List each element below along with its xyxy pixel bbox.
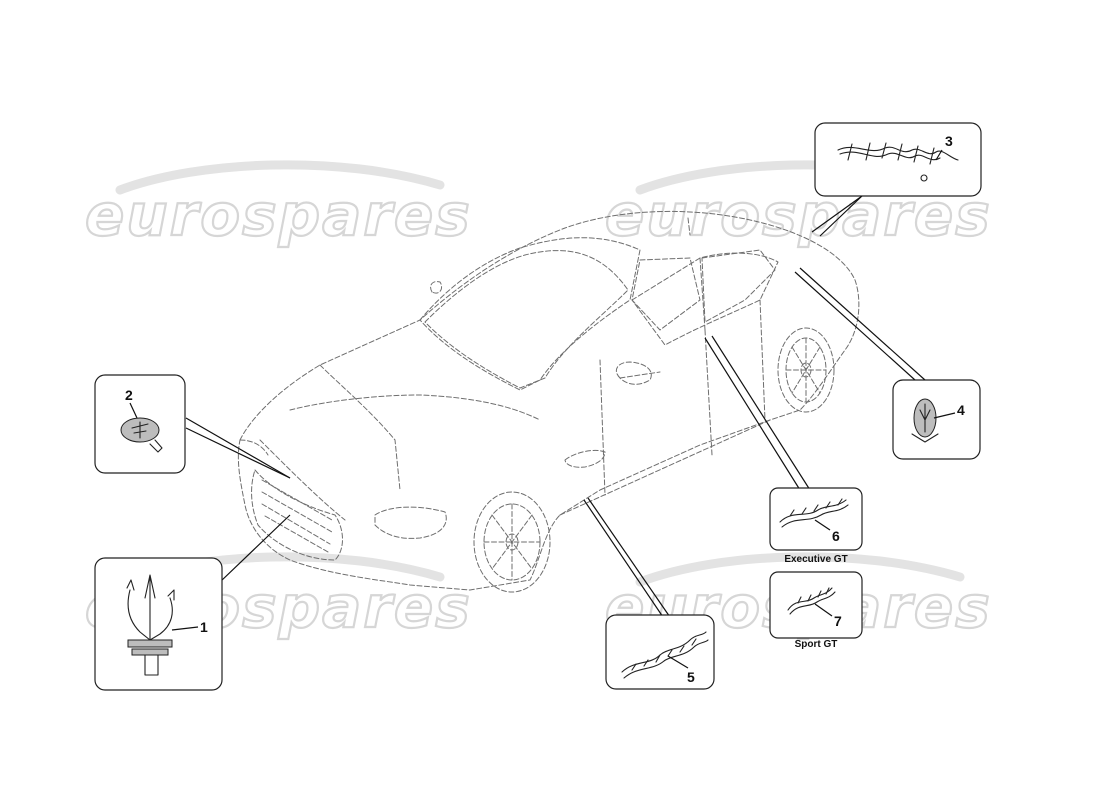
callout-3[interactable]: 3 [814, 122, 982, 197]
sport-gt-script-icon [787, 587, 836, 615]
trident-grille-badge-icon [126, 574, 175, 676]
leader-line-5 [583, 499, 666, 621]
callout-2[interactable]: 2 [94, 374, 186, 474]
callout-number-6: 6 [832, 528, 840, 544]
callout-number-4: 4 [957, 402, 965, 418]
callout-number-3: 3 [945, 133, 953, 149]
leader-line-4b [799, 267, 926, 381]
leader-line-1 [219, 514, 291, 583]
callout-5[interactable]: 5 [605, 614, 715, 690]
quattroporte-script-icon [621, 631, 709, 679]
oval-trident-c-pillar-badge-icon [911, 398, 939, 443]
callout-1[interactable]: 1 [94, 557, 223, 691]
leader-line-3 [811, 195, 863, 233]
callout-4[interactable]: 4 [892, 379, 981, 460]
callout-number-2: 2 [125, 387, 133, 403]
car-drawing [237, 210, 860, 593]
leader-line-5b [587, 497, 673, 621]
callout-number-7: 7 [834, 613, 842, 629]
callout-number-1: 1 [200, 619, 208, 635]
watermark-text: eurospares [85, 181, 472, 249]
callout-7[interactable]: 7 Sport GT [769, 571, 863, 650]
round-trident-emblem-icon [120, 402, 163, 453]
callout-label-sport-gt: Sport GT [795, 639, 838, 650]
callout-number-5: 5 [687, 669, 695, 685]
maserati-script-lettering-icon [837, 142, 959, 182]
leader-line-4 [794, 271, 916, 381]
leader-line-3b [819, 195, 863, 237]
leader-line-2b [185, 427, 291, 479]
executive-gt-script-icon [779, 498, 849, 528]
leader-line-2 [185, 417, 291, 479]
leader-line-6 [704, 337, 801, 491]
watermark-top-left: eurospares [84, 160, 472, 250]
callout-6[interactable]: 6 Executive GT [769, 487, 863, 565]
leader-line-6b [711, 335, 811, 491]
callout-label-executive-gt: Executive GT [784, 554, 847, 565]
leader-lines [185, 195, 926, 621]
